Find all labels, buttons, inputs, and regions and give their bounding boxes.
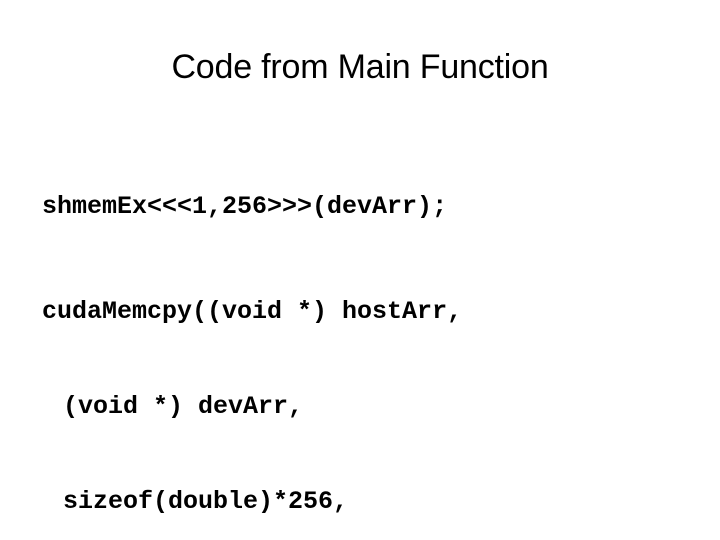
code-line: sizeof(double)*256, (63, 487, 349, 516)
page-title: Code from Main Function (171, 48, 549, 86)
code-line: (void *) devArr, (63, 392, 304, 421)
code-line: cudaMemcpy((void *) hostArr, (42, 297, 463, 326)
code-block: shmemEx<<<1,256>>>(devArr); cudaMemcpy((… (42, 129, 682, 540)
code-line: shmemEx<<<1,256>>>(devArr); (42, 192, 448, 221)
